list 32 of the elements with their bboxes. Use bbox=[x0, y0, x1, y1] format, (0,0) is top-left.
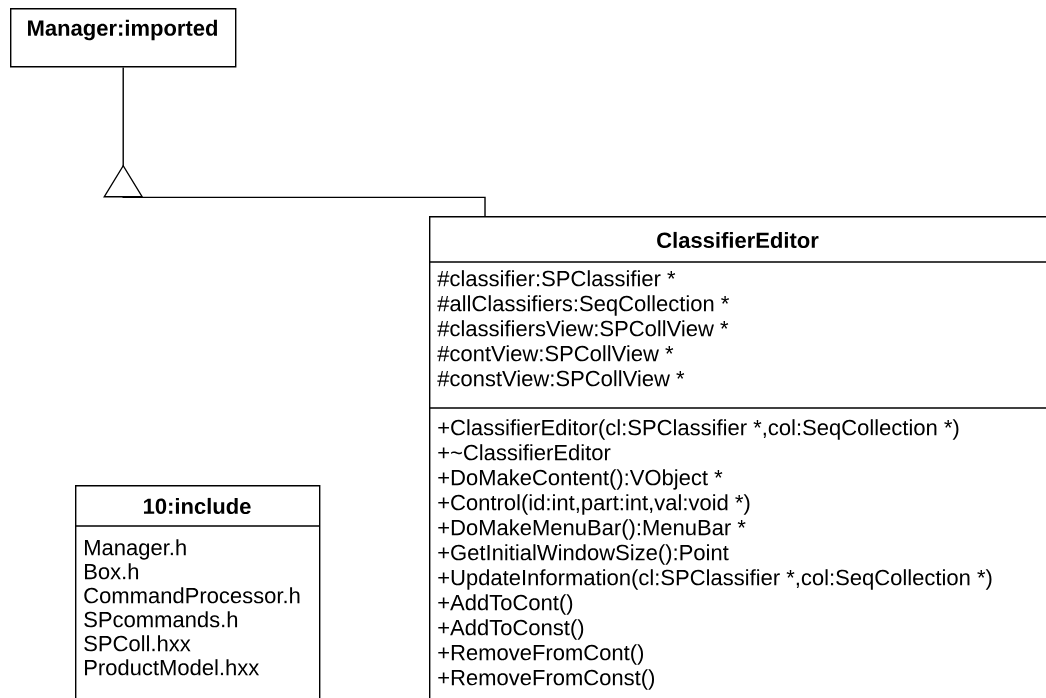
node-label: CommandProcessor.h bbox=[84, 587, 300, 604]
node-label: #classifiersView:SPCollView * bbox=[437, 320, 729, 337]
class-name: Manager:imported bbox=[28, 19, 217, 41]
node-label: +Control(id:int,part:int,val:void *) bbox=[438, 494, 750, 515]
inheritance-arrow bbox=[103, 66, 486, 217]
node-label: +DoMakeMenuBar():MenuBar * bbox=[438, 519, 746, 540]
node-label: +AddToConst() bbox=[438, 619, 584, 640]
node-label: +ClassifierEditor(cl:SPClassifier *,col:SeqCollection *) bbox=[438, 419, 959, 440]
attribute-list: #classifier:SPClassifier * #allClassifiers:SeqCollection * #classifiersView:SPCollView * #contView:SPCollView * #constView:SPCollView * bbox=[437, 270, 729, 387]
class-box bbox=[428, 216, 1046, 698]
node-label: SPcommands.h bbox=[84, 611, 238, 628]
method-list: +ClassifierEditor(cl:SPClassifier *,col:SeqCollection *) +~ClassifierEditor +DoMakeContent():VObject * +Control(id:int,part:int,val:void *) +DoMakeMenuBar():MenuBar * +GetInitialWindowSize():Point +UpdateInformation(cl:SPClassifier *,col:SeqCollection *) +AddToCont() +AddToConst() +RemoveFromCont() +RemoveFromConst() bbox=[438, 419, 992, 690]
node-label: #classifier:SPClassifier * bbox=[437, 270, 676, 287]
node-label: +DoMakeContent():VObject * bbox=[438, 469, 723, 490]
class-box bbox=[74, 485, 321, 698]
node-label: #constView:SPCollView * bbox=[437, 370, 685, 387]
node-label: #contView:SPCollView * bbox=[437, 345, 674, 362]
node-label: +AddToCont() bbox=[438, 594, 573, 615]
node-label: ProductModel.hxx bbox=[85, 659, 260, 676]
node-label: Box.h bbox=[85, 563, 139, 580]
node-label: +RemoveFromCont() bbox=[438, 644, 644, 665]
node-label: +~ClassifierEditor bbox=[438, 444, 611, 461]
node-label: +UpdateInformation(cl:SPClassifier *,col:SeqCollection *) bbox=[438, 569, 992, 590]
class-box bbox=[10, 8, 237, 68]
node-label: #allClassifiers:SeqCollection * bbox=[437, 295, 730, 316]
file-list: Manager.h Box.h CommandProcessor.h SPcommands.h SPColl.hxx ProductModel.hxx bbox=[84, 539, 300, 676]
node-label: SPColl.hxx bbox=[84, 635, 191, 652]
node-label: +GetInitialWindowSize():Point bbox=[438, 544, 729, 565]
class-name: 10:include bbox=[144, 497, 251, 515]
class-name: ClassifierEditor bbox=[657, 231, 819, 249]
node-label: +RemoveFromConst() bbox=[438, 669, 655, 690]
node-label: Manager.h bbox=[85, 539, 186, 560]
